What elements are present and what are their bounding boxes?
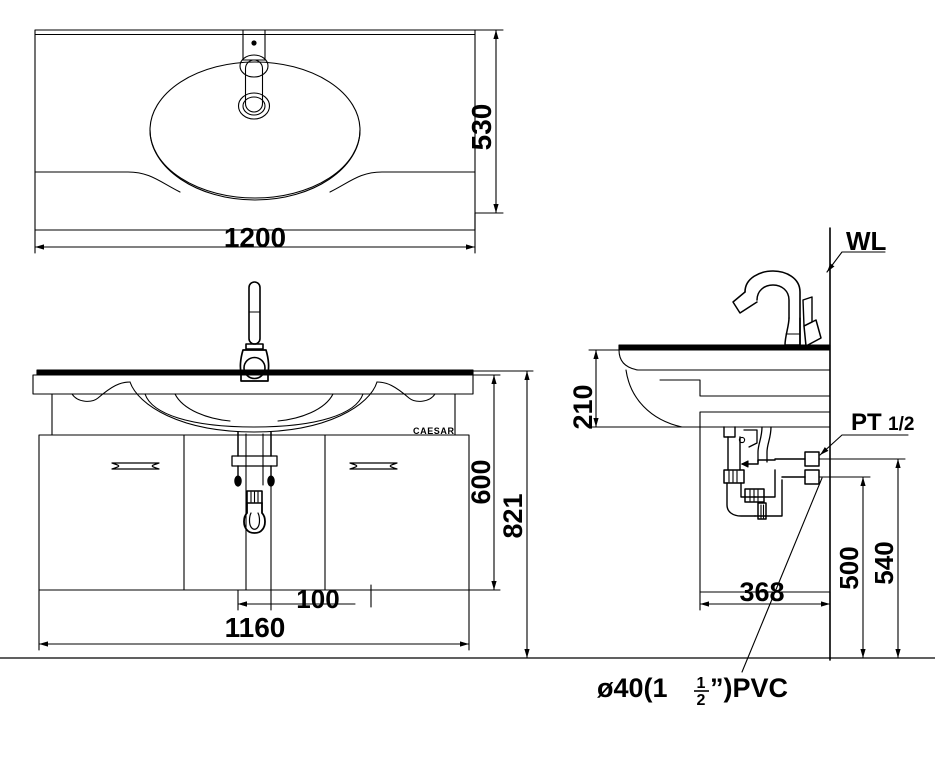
front-door-handle-left[interactable] (111, 462, 160, 470)
front-valve-right-body (267, 475, 275, 487)
side-trap-bend-inner (740, 482, 756, 498)
front-faucet-handle-icon (243, 356, 266, 380)
side-basin-inner-step (659, 379, 831, 397)
front-basin-detail-right (277, 393, 334, 422)
dim-label-100: 100 (296, 584, 339, 614)
pvc-label-prefix: ø40(1 (597, 673, 668, 703)
side-faucet-body (784, 317, 801, 346)
wl-label: WL (846, 226, 887, 256)
brand-label: CAESAR (413, 426, 455, 436)
side-trap-nut-lower (744, 488, 765, 503)
front-basin-bowl-outer (129, 381, 378, 433)
top-faucet-aerator (242, 96, 266, 116)
front-door-handle-right[interactable] (349, 462, 398, 470)
side-supply-stop-arm (741, 459, 776, 465)
front-basin-left-lip (71, 381, 131, 402)
front-counter-slab (32, 374, 474, 395)
side-section-view (588, 227, 909, 673)
top-faucet-collar-lower (237, 92, 271, 120)
pvc-leader-line (741, 477, 823, 673)
front-faucet-spout (248, 281, 261, 345)
dim-label-210: 210 (568, 384, 598, 429)
front-basin-right-lip (376, 381, 436, 402)
pvc-label-numerator: 1 (697, 675, 706, 692)
side-trap-nut-upper (723, 469, 745, 484)
pt-label-main: PT (851, 409, 882, 436)
pvc-label: ø40(1 1 2 ”)PVC (597, 673, 788, 709)
side-waste-riser (754, 469, 776, 498)
top-view (34, 29, 504, 254)
side-counter-front-profile (618, 349, 831, 371)
side-faucet-outlet (732, 291, 758, 314)
top-basin-rim-lower (149, 129, 361, 201)
wl-leader-line (826, 251, 886, 273)
side-supply-hose-2 (766, 426, 772, 463)
side-counter-edge-dark (618, 344, 831, 351)
pvc-label-suffix: ”)PVC (710, 673, 788, 703)
dim-label-530: 530 (466, 104, 497, 151)
side-faucet-spout-outer (744, 270, 801, 346)
dim-label-540: 540 (869, 541, 899, 584)
dim-label-821: 821 (498, 493, 528, 538)
front-basin-detail-left (174, 393, 231, 422)
side-faucet-lever (802, 296, 813, 327)
side-waste-riser-2 (754, 479, 783, 517)
dim-label-1200: 1200 (224, 222, 286, 253)
side-waste-outlet (757, 502, 767, 520)
front-basin-band (51, 393, 456, 436)
dim-label-500: 500 (834, 546, 864, 589)
side-basin-bowl-outer (625, 369, 831, 428)
side-popup-rod (743, 429, 758, 448)
dim-label-600: 600 (466, 459, 496, 504)
top-apron-left (34, 171, 181, 193)
pt-label-sub: 1/2 (888, 414, 914, 435)
front-basin-bowl-inner (144, 393, 364, 428)
front-elevation-view: CAESAR (32, 281, 534, 659)
pvc-label-denominator: 2 (697, 692, 706, 709)
pt-leader-line (819, 434, 909, 456)
side-faucet-spout-inner (756, 284, 790, 319)
dim-label-1160: 1160 (225, 612, 286, 643)
top-faucet-collar-upper (239, 54, 269, 78)
front-faucet-body (239, 349, 270, 382)
front-valve-left-body (234, 475, 242, 487)
front-trap-bend-inner (248, 512, 261, 530)
front-trap-nut (246, 490, 263, 504)
side-supply-tip-icon (741, 460, 749, 468)
front-trap-plate (231, 455, 278, 467)
side-supply-hose-1 (757, 426, 763, 463)
top-faucet-screw-icon (251, 40, 257, 46)
front-faucet-neck (245, 343, 264, 350)
side-supply-valve-upper (804, 451, 820, 467)
front-trap-bend (243, 502, 266, 534)
top-basin-bowl (149, 61, 361, 199)
top-faucet-spout (244, 59, 264, 113)
side-basin-bottom-step (699, 411, 831, 428)
top-apron-right (329, 171, 476, 193)
dim-label-368: 368 (739, 577, 784, 607)
side-drain-flange (723, 426, 736, 438)
front-cabinet-body (38, 434, 470, 591)
side-faucet-handle-icon[interactable] (803, 319, 822, 347)
front-counter-edge-dark (36, 369, 474, 376)
side-supply-valve-lower (804, 469, 820, 485)
side-trap-bend-outer (726, 482, 756, 517)
